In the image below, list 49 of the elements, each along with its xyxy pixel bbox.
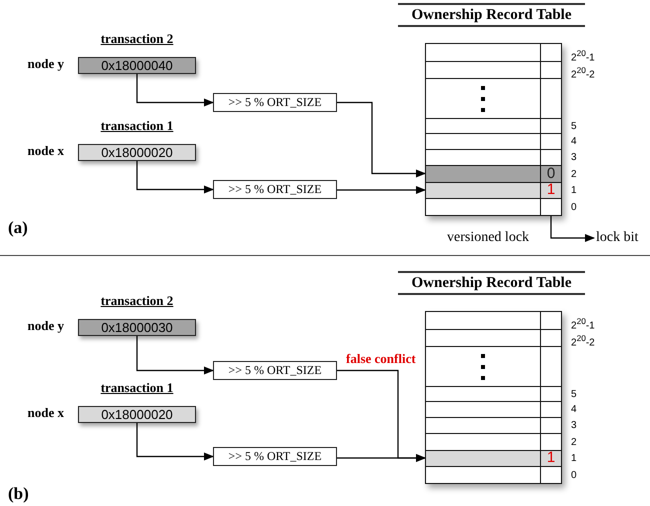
table-title: Ownership Record Table [398, 271, 585, 295]
transaction-heading: transaction 2 [100, 32, 174, 46]
row-index: 2$^{20}$-2 [571, 332, 595, 350]
row-index: 5 [571, 388, 577, 402]
row-index: 3 [571, 151, 577, 165]
edge-label: false conflict [346, 350, 416, 366]
arrow [136, 336, 214, 374]
row-index: 1 [571, 184, 577, 198]
address-box: 0x18000040 [78, 57, 196, 74]
node-label: node x [28, 143, 64, 159]
hash-function-box: >> 5 % ORT_SIZE [213, 447, 337, 466]
lock-bit-label: lock bit [596, 229, 638, 247]
node-label: node y [28, 56, 64, 72]
row-index: 1 [571, 452, 577, 466]
panel-label: (b) [8, 485, 29, 503]
row-index: 5 [571, 120, 577, 134]
table-title: Ownership Record Table [398, 3, 585, 27]
arrow [337, 186, 426, 194]
arrow [337, 454, 426, 462]
panel-label: (a) [8, 219, 28, 237]
hash-function-box: >> 5 % ORT_SIZE [213, 180, 337, 199]
column-caption: versioned lock [447, 229, 530, 247]
arrow [136, 161, 214, 194]
row-index: 3 [571, 419, 577, 433]
row-index: 0 [571, 201, 577, 215]
table-row [425, 78, 562, 118]
row-index: 2$^{20}$-2 [571, 64, 595, 82]
row-index: 4 [571, 135, 577, 149]
row-index: 2$^{20}$-1 [571, 315, 595, 334]
table-row [425, 346, 562, 386]
row-index: 2$^{20}$-1 [571, 47, 595, 66]
arrow [136, 74, 214, 106]
row-index: 2 [571, 436, 577, 450]
hash-function-box: >> 5 % ORT_SIZE [213, 361, 337, 380]
arrow [550, 216, 595, 242]
transaction-heading: transaction 2 [100, 294, 174, 308]
transaction-heading: transaction 1 [100, 381, 174, 395]
row-index: 2 [571, 168, 577, 182]
hash-function-box: >> 5 % ORT_SIZE [213, 93, 337, 112]
arrow [136, 423, 214, 460]
node-label: node x [28, 405, 64, 421]
row-index: 4 [571, 403, 577, 417]
transaction-heading: transaction 1 [100, 119, 174, 133]
row-index: 0 [571, 469, 577, 483]
address-box: 0x18000020 [78, 406, 196, 423]
arrow [337, 102, 426, 178]
address-box: 0x18000020 [78, 144, 196, 161]
node-label: node y [28, 318, 64, 334]
address-box: 0x18000030 [78, 319, 196, 336]
